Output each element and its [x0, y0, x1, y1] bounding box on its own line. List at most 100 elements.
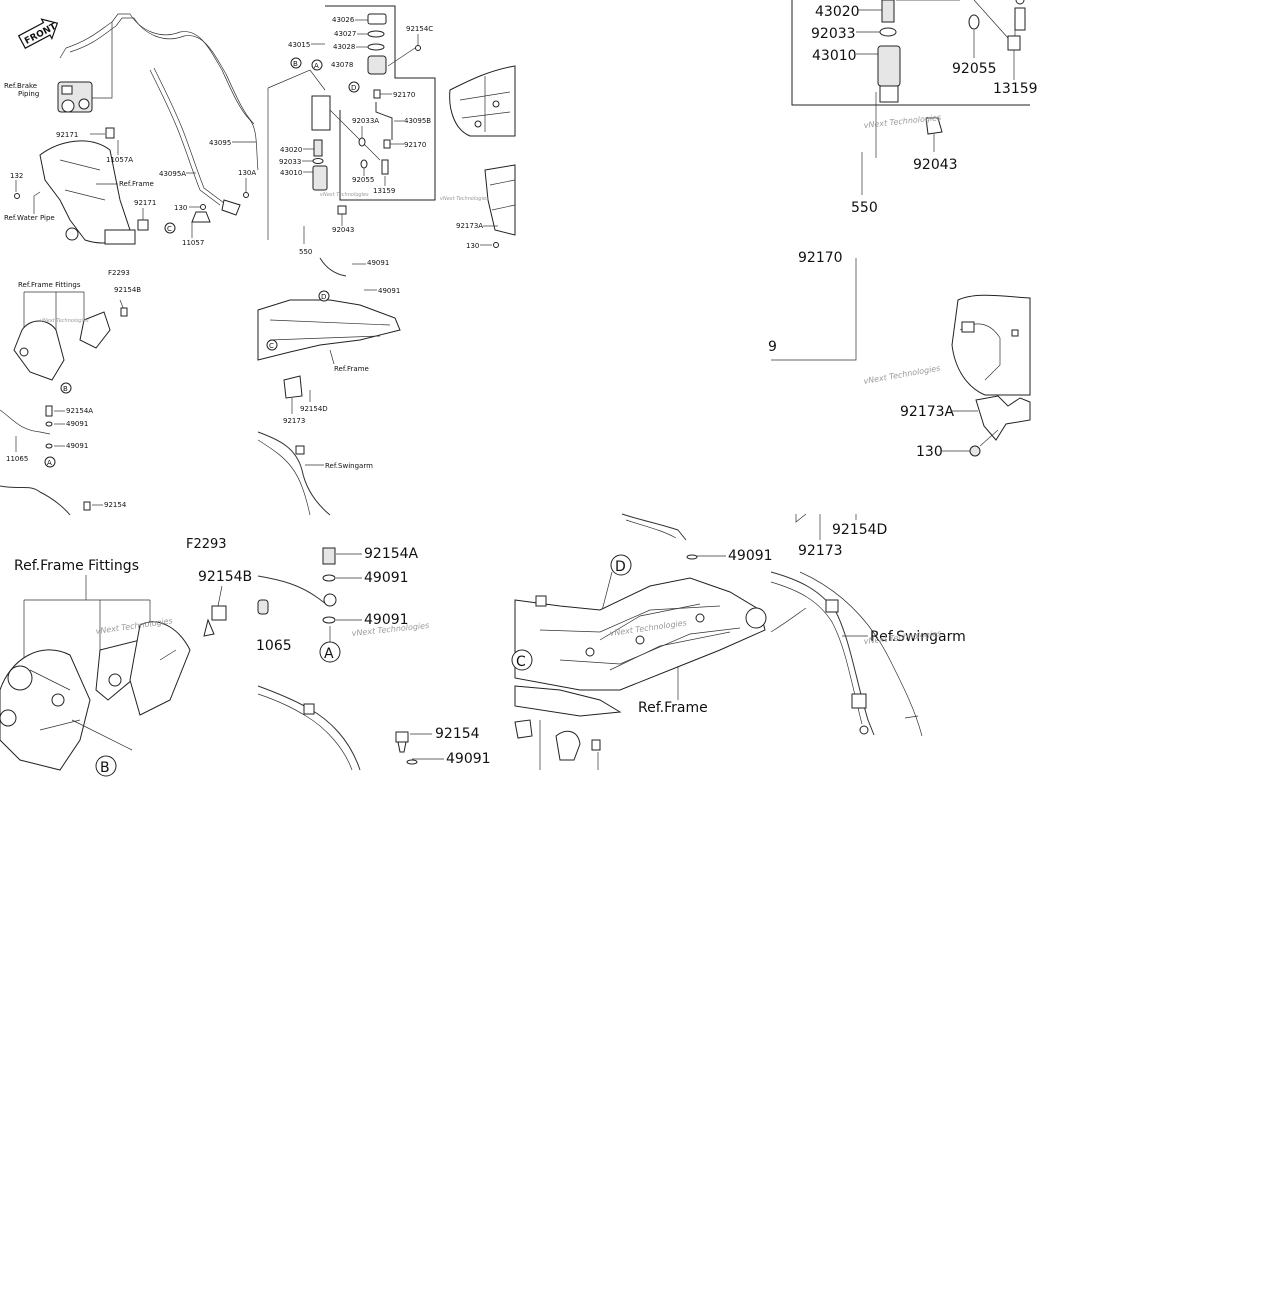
- part-92033: 92033: [279, 158, 301, 166]
- callout-a: [311, 59, 323, 71]
- part-49091-d-small: 49091: [66, 442, 88, 450]
- callout-c: [164, 222, 176, 234]
- ref-frame-small: Ref.Frame: [334, 365, 369, 373]
- zoom-ref-frame: Ref.Frame: [638, 700, 708, 716]
- callout-c-small: C: [269, 342, 274, 350]
- part-11057: 11057: [182, 239, 204, 247]
- part-92171-b: 92171: [134, 199, 156, 207]
- figure-code-small: F2293: [108, 269, 130, 277]
- part-43078: 43078: [331, 61, 353, 69]
- overview-diagram: FRONT Ref.Brake Piping 9217: [0, 5, 516, 516]
- zoom-part-49091-c: 49091: [446, 751, 491, 767]
- zoom-frame-fittings: F2293 Ref.Frame Fittings 92154B B vNext …: [0, 537, 252, 777]
- callout-d-label: D: [351, 84, 356, 92]
- zoom-part-43020: 43020: [815, 4, 860, 20]
- part-92173-small: 92173: [283, 417, 305, 425]
- part-130-a: 130: [174, 204, 187, 212]
- part-43095A: 43095A: [159, 170, 186, 178]
- zoom-part-92033: 92033: [811, 26, 856, 42]
- part-43020: 43020: [280, 146, 302, 154]
- part-92043: 92043: [332, 226, 354, 234]
- watermark-1: vNext Technologies: [320, 192, 369, 198]
- zoom-part-130: 130: [916, 444, 943, 460]
- swingarm-small: Ref.Swingarm: [257, 431, 373, 516]
- callout-b-small: B: [63, 385, 68, 393]
- callout-c-label: C: [167, 225, 172, 233]
- zoom-part-550: 550: [851, 200, 878, 216]
- part-49091-b-small: 49091: [378, 287, 400, 295]
- zoom-part-92154D: 92154D: [832, 522, 887, 538]
- ref-frame-label: Ref.Frame: [119, 180, 154, 188]
- zoom-callout-a: A: [324, 646, 334, 662]
- part-92170-b: 92170: [404, 141, 426, 149]
- callout-d: [348, 81, 360, 93]
- part-43010: 43010: [280, 169, 302, 177]
- zoom-part-92154B: 92154B: [198, 569, 252, 585]
- zoom-callout-d: D: [615, 559, 626, 575]
- callout-a-label: A: [314, 62, 319, 70]
- part-92033A: 92033A: [352, 117, 379, 125]
- zoom-part-49091: 49091: [728, 548, 773, 564]
- part-92173A: 92173A: [456, 222, 483, 230]
- zoom-ref-swingarm: Ref.Swingarm: [870, 629, 966, 645]
- zoom-figure-code: F2293: [186, 537, 227, 552]
- zoom-callout-b: B: [100, 760, 110, 776]
- part-92154B-small: 92154B: [114, 286, 141, 294]
- abs-bracket: [39, 140, 136, 245]
- zoom-part-49091-b: 49091: [364, 612, 409, 628]
- zoom-part-49091-a: 49091: [364, 570, 409, 586]
- part-49091-a-small: 49091: [367, 259, 389, 267]
- part-92154A-small: 92154A: [66, 407, 93, 415]
- watermark-3: vNext Technologies: [40, 318, 89, 324]
- brake-hose-lines: [59, 13, 259, 206]
- part-43015: 43015: [288, 41, 310, 49]
- part-43026: 43026: [332, 16, 355, 24]
- zoom-part-92043: 92043: [913, 157, 958, 173]
- zoom-part-92154: 92154: [435, 726, 480, 742]
- zoom-part-9: 9: [768, 339, 777, 355]
- part-92154-small: 92154: [104, 501, 127, 509]
- part-92170-a: 92170: [393, 91, 415, 99]
- master-cylinder-group: 43026 43027 43015 43028 43078 92154C B A…: [267, 5, 436, 256]
- zoom-part-92173A: 92173A: [900, 404, 955, 420]
- part-550: 550: [299, 248, 312, 256]
- part-130-b: 130: [466, 242, 479, 250]
- part-43027: 43027: [334, 30, 356, 38]
- part-43095B: 43095B: [404, 117, 431, 125]
- zoom-part-92170: 92170: [798, 250, 843, 266]
- ref-frame-fittings-small: Ref.Frame Fittings: [18, 281, 81, 289]
- hose-fittings-small: 92154A 49091 49091 A 11065 92154: [0, 405, 127, 516]
- callout-a-small: A: [47, 459, 52, 467]
- part-130A: 130A: [238, 169, 256, 177]
- zoom-part-13159: 13159: [993, 81, 1038, 97]
- watermark-2: vNext Technologies: [440, 196, 489, 202]
- part-43095: 43095: [209, 139, 231, 147]
- part-92171-a: 92171: [56, 131, 78, 139]
- callout-d-small: D: [321, 293, 326, 301]
- part-43028: 43028: [333, 43, 355, 51]
- zoom-ref-frame-fittings: Ref.Frame Fittings: [14, 558, 139, 574]
- part-132: 132: [10, 172, 23, 180]
- zoom-callout-c: C: [516, 654, 526, 670]
- part-92055: 92055: [352, 176, 374, 184]
- part-13159: 13159: [373, 187, 395, 195]
- front-arrow-icon: FRONT: [17, 18, 59, 49]
- zoom-master-cylinder: 43020 92033 43010 92055 13159 550 92043 …: [768, 0, 1038, 460]
- zoom-hose-fittings: 92154A 49091 49091 A 1065 92154 49091 vN…: [256, 546, 491, 771]
- ref-brake-piping-label: Ref.Brake: [4, 82, 37, 90]
- zoom-frame: 49091 D C Ref.Frame 92173 92154D vNext T…: [511, 513, 887, 770]
- zoom-part-43010: 43010: [812, 48, 857, 64]
- frame-small: 49091 49091 D C Ref.Frame 92154D 92173: [257, 257, 401, 425]
- ref-water-pipe-label: Ref.Water Pipe: [4, 214, 55, 222]
- part-11065-small: 11065: [6, 455, 28, 463]
- part-92154D-small: 92154D: [300, 405, 328, 413]
- callout-b-label: B: [293, 60, 298, 68]
- frame-fittings-small: F2293 Ref.Frame Fittings 92154B B vNext …: [13, 269, 141, 394]
- callout-b: [290, 57, 302, 69]
- zoom-watermark-2: vNext Technologies: [863, 364, 941, 386]
- engine-area-right: 92173A 130 vNext Technologies: [440, 65, 516, 250]
- part-49091-c-small: 49091: [66, 420, 88, 428]
- abs-unit: [57, 81, 93, 113]
- zoom-swingarm: Ref.Swingarm vNext Technologies: [770, 571, 966, 737]
